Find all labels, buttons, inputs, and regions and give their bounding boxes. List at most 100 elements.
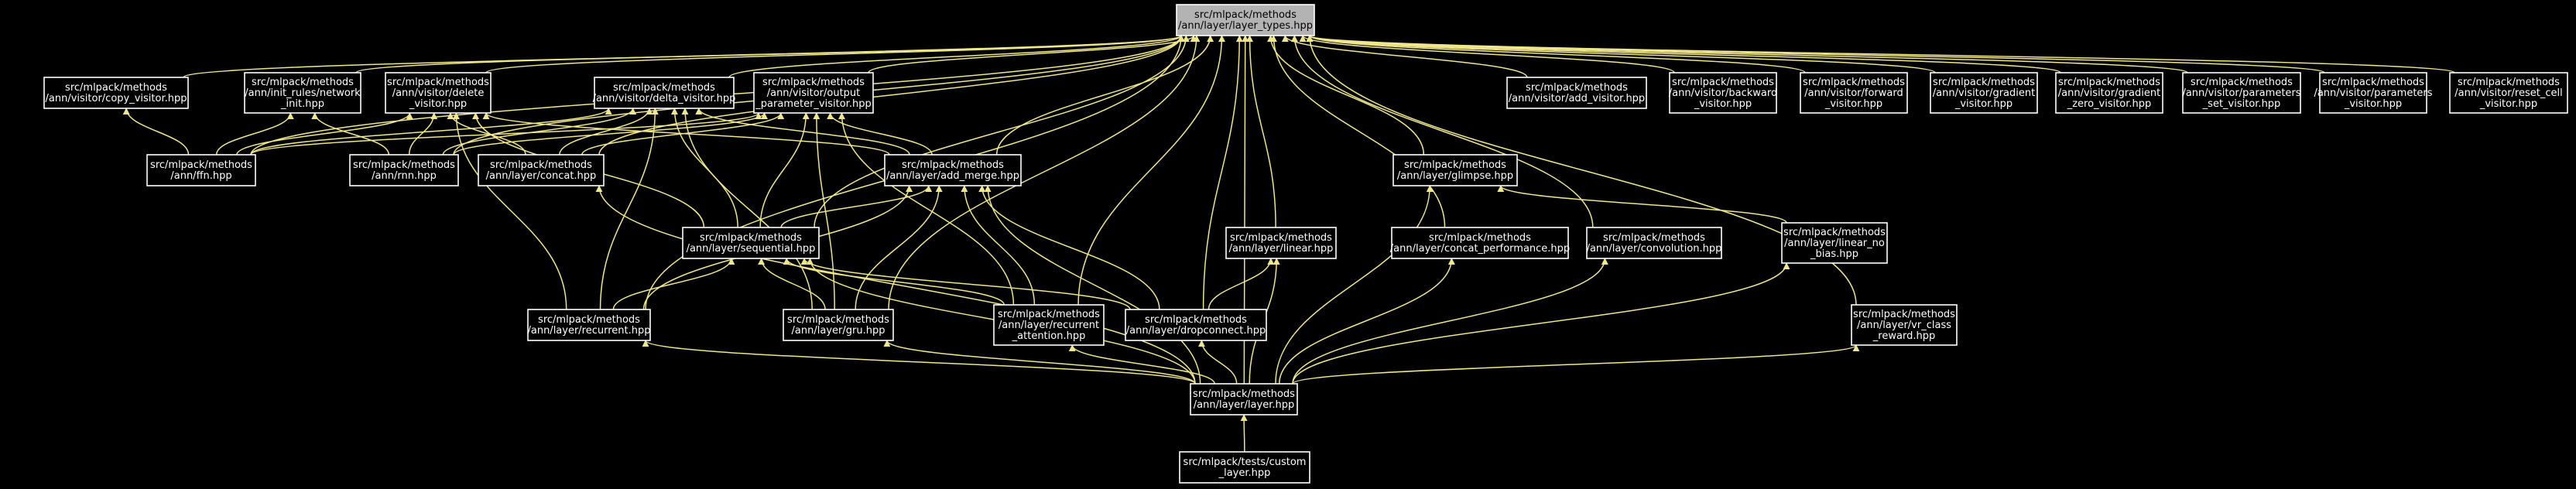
node-label-line: /ann/visitor/copy_visitor.hpp <box>46 93 187 104</box>
node-label-line: _reward.hpp <box>1872 330 1935 342</box>
node-forward[interactable]: src/mlpack/methods/ann/visitor/forward_v… <box>1800 72 1908 114</box>
node-layer-types[interactable]: src/mlpack/methods/ann/layer/layer_types… <box>1176 4 1315 36</box>
node-label-line: src/mlpack/methods <box>1526 82 1628 94</box>
node-box <box>2182 72 2301 114</box>
node-label-line: src/mlpack/methods <box>353 159 455 171</box>
node-gradient-zero[interactable]: src/mlpack/methods/ann/visitor/gradient_… <box>2055 72 2163 114</box>
node-label-line: src/mlpack/methods <box>252 77 354 88</box>
node-box <box>2055 72 2163 114</box>
node-label-line: src/mlpack/methods <box>150 159 252 171</box>
node-box <box>43 77 189 109</box>
edge-concat-to-layer_types <box>598 35 1185 156</box>
edge-sequential-to-layer_types <box>814 35 1190 228</box>
node-delete-visitor[interactable]: src/mlpack/methods/ann/visitor/delete_vi… <box>385 72 492 114</box>
edge-backward-to-layer_types <box>1299 35 1675 74</box>
node-label-line: /ann/visitor/delete <box>392 87 485 99</box>
node-box <box>527 309 651 341</box>
edge-layer-to-concat <box>595 185 1196 385</box>
node-label-line: /ann/visitor/gradient <box>1933 87 2035 99</box>
node-box <box>1930 72 2038 114</box>
node-glimpse[interactable]: src/mlpack/methods/ann/layer/glimpse.hpp <box>1392 154 1518 186</box>
node-linear-no-bias[interactable]: src/mlpack/methods/ann/layer/linear_no_b… <box>1781 222 1888 264</box>
edge-rnn-to-delta_visitor <box>442 108 637 156</box>
edge-layer-to-gru <box>883 340 1196 385</box>
node-label-line: src/mlpack/methods <box>1672 77 1774 88</box>
edge-init_rules-to-layer_types <box>355 35 1185 74</box>
edge-concat-to-output_param <box>581 112 785 156</box>
edge-ffn-to-delete_visitor <box>236 112 413 156</box>
node-label-line: /ann/init_rules/network <box>245 87 361 99</box>
node-add-merge[interactable]: src/mlpack/methods/ann/layer/add_merge.h… <box>884 154 1022 186</box>
node-box <box>594 77 735 109</box>
node-recurrent[interactable]: src/mlpack/methods/ann/layer/recurrent.h… <box>527 309 651 341</box>
node-copy-visitor[interactable]: src/mlpack/methods/ann/visitor/copy_visi… <box>43 77 189 109</box>
node-label-line: src/mlpack/methods <box>490 159 592 171</box>
node-box <box>385 72 492 114</box>
node-box <box>1586 227 1722 259</box>
edge-delete_visitor-to-layer_types <box>485 35 1185 74</box>
node-label-line: _parameter_visitor.hpp <box>755 98 871 110</box>
node-backward[interactable]: src/mlpack/methods/ann/visitor/backward_… <box>1669 72 1778 114</box>
edge-sequential-to-add_merge <box>780 185 933 228</box>
node-label-line: /ann/layer/linear_no <box>1784 238 1885 249</box>
edge-gru-to-layer_types <box>888 35 1201 310</box>
node-box <box>146 154 256 186</box>
node-ffn[interactable]: src/mlpack/methods/ann/ffn.hpp <box>146 154 256 186</box>
node-label-line: /ann/visitor/gradient <box>2058 87 2160 99</box>
node-reset-cell[interactable]: src/mlpack/methods/ann/visitor/reset_cel… <box>2449 72 2568 114</box>
node-sequential[interactable]: src/mlpack/methods/ann/layer/sequential.… <box>682 227 820 259</box>
edge-reset_cell-to-layer_types <box>1307 35 2455 74</box>
node-label-line: src/mlpack/methods <box>65 82 167 94</box>
node-layer[interactable]: src/mlpack/methods/ann/layer/layer.hpp <box>1190 383 1298 415</box>
node-box <box>1225 227 1337 259</box>
node-convolution[interactable]: src/mlpack/methods/ann/layer/convolution… <box>1586 227 1722 259</box>
node-label-line: src/mlpack/methods <box>2322 77 2424 88</box>
node-label-line: src/mlpack/methods <box>1603 232 1705 244</box>
edge-glimpse-to-layer_types <box>1267 35 1425 156</box>
node-recurrent-attention[interactable]: src/mlpack/methods/ann/layer/recurrent_a… <box>993 304 1105 346</box>
node-label-line: src/mlpack/methods <box>762 77 865 88</box>
edge-sequential-to-output_param <box>759 112 810 228</box>
edge-gru-to-delta_visitor <box>681 108 813 310</box>
node-output-param[interactable]: src/mlpack/methods/ann/visitor/output_pa… <box>753 72 874 114</box>
node-label-line: /ann/visitor/parameters <box>2182 87 2300 99</box>
node-params-set[interactable]: src/mlpack/methods/ann/visitor/parameter… <box>2182 72 2301 114</box>
node-label-line: /ann/visitor/forward <box>1804 87 1903 99</box>
node-delta-visitor[interactable]: src/mlpack/methods/ann/visitor/delta_vis… <box>593 77 736 109</box>
edge-rnn-to-init_rules <box>311 112 390 156</box>
node-label-line: /ann/visitor/add_visitor.hpp <box>1509 93 1645 104</box>
edge-layer-to-add_merge <box>984 185 1201 385</box>
node-rnn[interactable]: src/mlpack/methods/ann/rnn.hpp <box>349 154 459 186</box>
edge-rnn-to-output_param <box>453 112 768 156</box>
edge-layer-to-recurrent <box>642 340 1196 385</box>
edge-add_visitor-to-layer_types <box>1281 35 1528 78</box>
node-init-rules[interactable]: src/mlpack/methods/ann/init_rules/networ… <box>244 72 361 114</box>
node-concat[interactable]: src/mlpack/methods/ann/layer/concat.hpp <box>478 154 605 186</box>
node-gradient[interactable]: src/mlpack/methods/ann/visitor/gradient_… <box>1930 72 2038 114</box>
node-label-line: _visitor.hpp <box>1954 98 2012 110</box>
edge-rnn-to-delete_visitor <box>408 112 438 156</box>
nodes-layer: src/mlpack/methods/ann/layer/layer_types… <box>43 4 2568 484</box>
node-label-line: /ann/rnn.hpp <box>372 170 437 182</box>
node-params[interactable]: src/mlpack/methods/ann/visitor/parameter… <box>2314 72 2433 114</box>
node-concat-perf[interactable]: src/mlpack/methods/ann/layer/concat_perf… <box>1390 227 1570 259</box>
edge-add_merge-to-layer_types <box>995 35 1214 156</box>
node-custom-layer[interactable]: src/mlpack/tests/custom_layer.hpp <box>1179 451 1310 484</box>
node-box <box>682 227 820 259</box>
node-label-line: /ann/layer/glimpse.hpp <box>1397 170 1513 182</box>
node-gru[interactable]: src/mlpack/methods/ann/layer/gru.hpp <box>783 309 894 341</box>
edge-gradient_zero-to-layer_types <box>1306 35 2061 74</box>
node-vr-class[interactable]: src/mlpack/methods/ann/layer/vr_class_re… <box>1851 304 1958 346</box>
node-linear[interactable]: src/mlpack/methods/ann/layer/linear.hpp <box>1225 227 1337 259</box>
edge-gru-to-sequential <box>758 258 826 310</box>
node-dropconnect[interactable]: src/mlpack/methods/ann/layer/dropconnect… <box>1125 309 1267 341</box>
node-box <box>753 72 874 114</box>
node-label-line: /ann/layer/dropconnect.hpp <box>1126 325 1266 337</box>
node-box <box>1391 227 1569 259</box>
node-label-line: src/mlpack/methods <box>1803 77 1905 88</box>
edge-layer-to-convolution <box>1292 258 1608 385</box>
node-box <box>884 154 1022 186</box>
node-add-visitor[interactable]: src/mlpack/methods/ann/visitor/add_visit… <box>1506 77 1647 109</box>
node-label-line: src/mlpack/methods <box>538 314 640 326</box>
node-label-line: /ann/layer/vr_class <box>1857 320 1951 331</box>
